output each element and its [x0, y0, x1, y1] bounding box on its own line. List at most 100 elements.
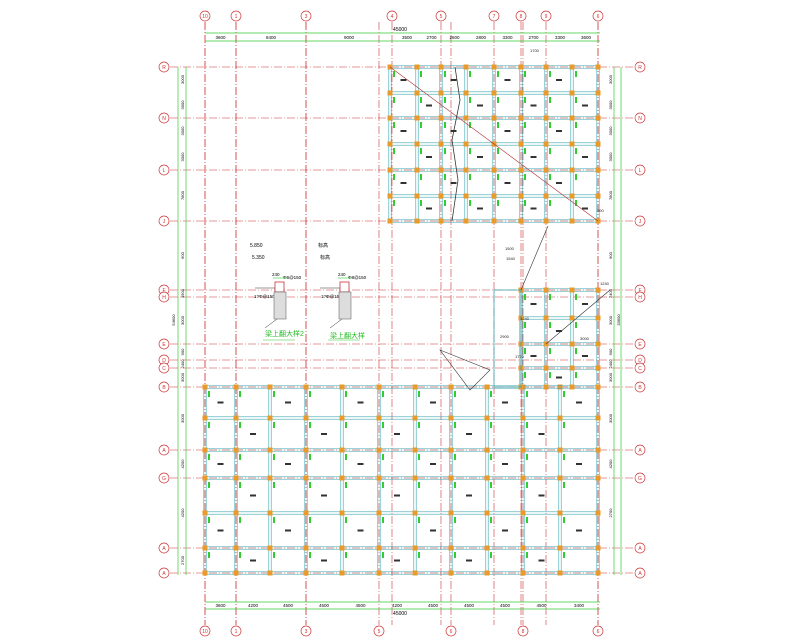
right-dimension: 3000 — [608, 74, 613, 84]
slab-label — [357, 529, 364, 532]
detail1-elev-top: 5.850 — [250, 243, 263, 249]
right-dimension: 7800 — [608, 190, 613, 200]
section-upturn — [339, 281, 350, 293]
detail2-width: 240 — [338, 272, 346, 277]
column — [557, 545, 563, 551]
column — [414, 115, 420, 121]
axis-bubble — [592, 625, 604, 637]
column — [518, 141, 524, 147]
column — [202, 475, 208, 481]
right-dimension: 2700 — [608, 508, 613, 518]
rebar-mark — [420, 200, 422, 206]
rebar-mark — [469, 97, 471, 103]
column — [438, 218, 444, 224]
rebar-mark — [382, 422, 384, 428]
left-dimension: 900 — [180, 348, 185, 355]
column — [267, 475, 273, 481]
slab-label — [426, 207, 432, 210]
rebar-mark — [208, 482, 210, 488]
slab-label — [426, 156, 432, 158]
rebar-mark — [524, 348, 526, 354]
rebar-mark — [469, 71, 471, 77]
column — [202, 545, 208, 551]
column — [518, 167, 524, 173]
axis-label: A — [162, 448, 166, 454]
axis-bubble — [158, 444, 170, 456]
column — [463, 90, 469, 96]
rebar-mark — [309, 552, 311, 558]
column — [569, 64, 575, 70]
column — [233, 545, 239, 551]
column — [412, 475, 418, 481]
right-dimension: 900 — [608, 251, 613, 258]
rebar-mark — [273, 454, 275, 460]
axis-label: 7 — [493, 14, 496, 20]
slab-label — [426, 104, 432, 107]
axis-bubble — [445, 625, 457, 637]
column — [387, 90, 393, 96]
axis-label: 8 — [522, 629, 525, 635]
slab-label — [538, 433, 545, 435]
slab-label — [530, 156, 537, 158]
axis-bubble — [386, 10, 398, 22]
rebar-mark — [526, 552, 528, 558]
column — [448, 475, 454, 481]
column — [543, 218, 549, 224]
top-dimension: 2800 — [476, 35, 487, 40]
column — [387, 167, 393, 173]
axis-bubble — [634, 472, 646, 484]
column — [595, 115, 601, 121]
column — [233, 510, 239, 516]
axis-bubble — [158, 567, 170, 579]
column — [520, 510, 526, 516]
column — [595, 167, 601, 173]
slab-label — [530, 355, 537, 357]
column — [202, 384, 208, 390]
rebar-mark — [393, 71, 395, 77]
right-dimension: 3000 — [608, 315, 613, 325]
column — [412, 545, 418, 551]
rebar-mark — [382, 482, 384, 488]
axis-bubble — [158, 362, 170, 374]
axis-bubble — [592, 10, 604, 22]
rebar-mark — [549, 122, 551, 128]
rebar-mark — [444, 148, 446, 154]
column — [202, 510, 208, 516]
axis-bubble — [517, 625, 529, 637]
column — [202, 415, 208, 421]
rebar-mark — [549, 148, 551, 154]
rebar-mark — [239, 422, 241, 428]
annotation: 1540 — [506, 256, 516, 261]
detail1-elev-bottom: 5.350 — [252, 255, 265, 261]
rebar-mark — [563, 482, 565, 488]
rebar-mark — [208, 422, 210, 428]
rebar-mark — [575, 174, 577, 180]
slab-label — [357, 463, 364, 465]
column — [339, 447, 345, 453]
axis-bubble — [540, 10, 552, 22]
axis-bubble — [634, 291, 646, 303]
detail1-width: 240 — [272, 272, 280, 277]
column — [463, 64, 469, 70]
axis-label: L — [639, 168, 642, 174]
column — [463, 141, 469, 147]
rebar-mark — [490, 552, 492, 558]
slab-label — [394, 559, 400, 562]
rebar-mark — [208, 454, 210, 460]
left-dimension: 3000 — [180, 74, 185, 84]
column — [518, 64, 524, 70]
column — [543, 64, 549, 70]
rebar-mark — [309, 391, 311, 397]
axis-bubble — [158, 112, 170, 124]
rebar-mark — [418, 517, 420, 523]
column — [518, 193, 524, 199]
rebar-mark — [208, 391, 210, 397]
section-beam — [273, 291, 287, 320]
rebar-mark — [309, 482, 311, 488]
column — [202, 447, 208, 453]
left-dimension: 3000 — [180, 126, 185, 136]
section-beam — [338, 291, 352, 320]
slab-label — [400, 130, 407, 132]
axis-label: 1 — [235, 629, 238, 635]
